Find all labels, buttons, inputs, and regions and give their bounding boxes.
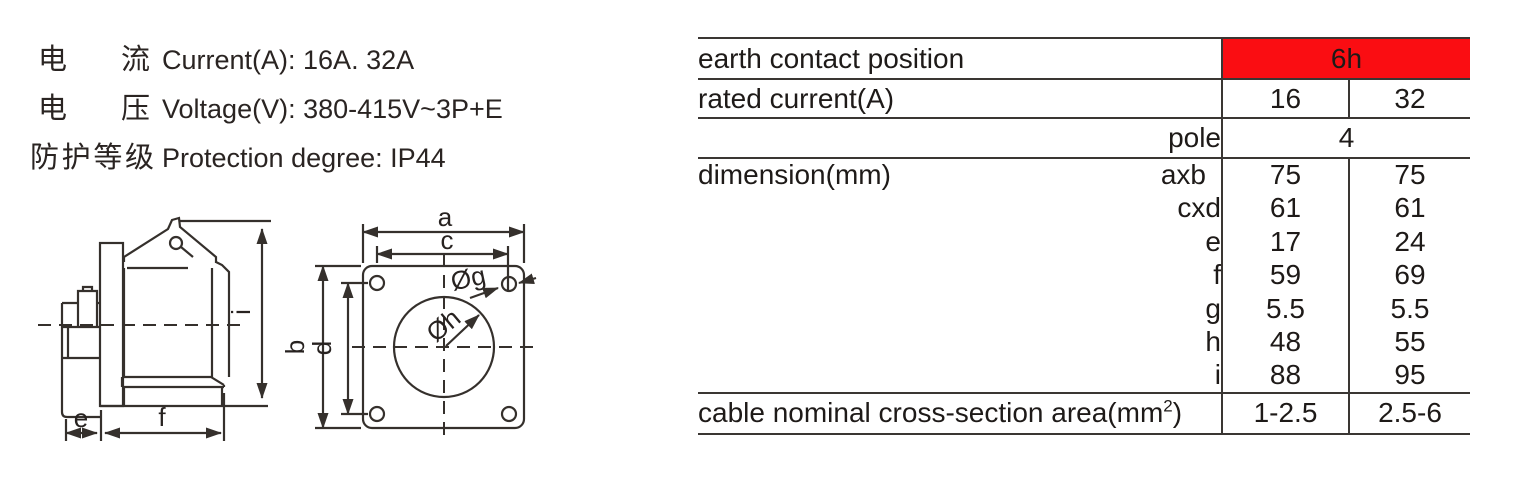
dim-i-32: 95 — [1349, 359, 1470, 394]
earth-position-value-cell: 6h — [1222, 38, 1470, 80]
dim-g-16: 5.5 — [1222, 292, 1350, 326]
table-row-cable: cable nominal cross-section area(mm2) 1-… — [698, 392, 1470, 434]
body-base-sides — [122, 387, 224, 406]
table-row-dim-g: g 5.5 5.5 — [698, 292, 1470, 326]
spec-line-voltage: 电压 Voltage(V): 380-415V~3P+E — [38, 85, 503, 127]
cable-label-close: ) — [1172, 397, 1183, 428]
dim-label-c: c — [441, 225, 454, 255]
dim-g-right-arrow — [518, 273, 537, 285]
spec-text-voltage: Voltage(V): 380-415V~3P+E — [162, 94, 503, 124]
dim-f-32: 69 — [1394, 259, 1426, 291]
rated-current-32: 32 — [1349, 79, 1470, 119]
table-row-earth-position: earth contact position 6h — [698, 38, 1470, 80]
cn-char: 级 — [124, 142, 154, 174]
table-row-dim-axb: dimension(mm) axb 75 75 — [698, 158, 1470, 192]
cn-char: 等 — [93, 142, 123, 174]
dim-axb-16: 75 — [1222, 158, 1350, 192]
dim-name-g: g — [698, 292, 1223, 326]
dim-g-leader-arrow — [469, 286, 499, 300]
table-row-dim-h: h 48 55 — [698, 325, 1470, 359]
table-row-dim-f: f 59 69 — [698, 258, 1470, 292]
side-view-drawing: i e f — [38, 216, 271, 441]
cable-label-text: cable nominal cross-section area(mm — [698, 397, 1164, 428]
rated-current-label: rated current(A) — [698, 79, 1223, 119]
technical-drawings: i e f a c — [38, 202, 538, 442]
spec-text-current: Current(A): 16A. 32A — [162, 45, 415, 75]
dim-label-b: b — [280, 340, 310, 354]
rated-current-16: 16 — [1222, 79, 1350, 119]
spec-table: earth contact position 6h rated current(… — [698, 37, 1470, 435]
pole-value: 4 — [1222, 118, 1470, 159]
dim-cxd-32: 61 — [1394, 192, 1426, 224]
dim-label-diameter-g: Øg — [448, 260, 488, 297]
pole-label: pole — [698, 118, 1223, 159]
cable-label-sup: 2 — [1163, 396, 1173, 416]
dim-e-16: 17 — [1222, 225, 1350, 259]
lid-padlock-hole — [168, 235, 184, 251]
dimension-label: dimension(mm) — [698, 159, 891, 191]
dim-label-d: d — [307, 341, 337, 355]
dim-name-axb: axb — [1160, 159, 1206, 191]
cn-char: 护 — [61, 142, 91, 174]
socket-body-outline — [215, 261, 231, 377]
table-row-rated-current: rated current(A) 16 32 — [698, 79, 1470, 119]
bottom-flange — [120, 375, 226, 389]
cn-char: 电 — [38, 44, 68, 76]
dim-g-32: 5.5 — [1390, 292, 1430, 324]
front-view-drawing: a c b d Øg Øh — [280, 202, 538, 442]
dim-name-i: i — [698, 359, 1223, 394]
dim-name-f: f — [698, 258, 1223, 292]
cn-char: 防 — [30, 142, 60, 174]
spec-label-cn: 电压 — [38, 85, 150, 127]
dimension-label-cell: dimension(mm) axb — [698, 158, 1223, 192]
spec-line-current: 电流 Current(A): 16A. 32A — [38, 36, 414, 78]
dim-i-16: 88 — [1222, 359, 1350, 394]
cable-32: 2.5-6 — [1378, 397, 1442, 428]
dim-h-radius-arrow — [445, 314, 480, 347]
dim-h-32: 55 — [1394, 326, 1426, 358]
lid-latch — [180, 246, 194, 258]
spec-label-cn: 电流 — [38, 36, 150, 78]
mounting-hole-bottom-right — [500, 405, 518, 423]
dim-h-16: 48 — [1222, 325, 1350, 359]
cable-16: 1-2.5 — [1222, 392, 1350, 434]
cn-char: 流 — [120, 44, 150, 76]
rear-junction-box — [60, 285, 100, 419]
cn-char: 压 — [120, 93, 150, 125]
table-row-dim-cxd: cxd 61 61 — [698, 191, 1470, 225]
hinged-lid — [122, 216, 218, 263]
spec-line-protection: 防护等级 Protection degree: IP44 — [30, 134, 446, 176]
dim-e-32: 24 — [1394, 225, 1426, 257]
dim-label-f: f — [158, 402, 166, 432]
table-row-dim-e: e 17 24 — [698, 225, 1470, 259]
cable-label: cable nominal cross-section area(mm2) — [698, 392, 1223, 434]
dim-name-e: e — [698, 225, 1223, 259]
spec-text-protection: Protection degree: IP44 — [162, 143, 446, 173]
mounting-hole-top-left — [368, 274, 386, 292]
dim-cxd-16: 61 — [1222, 191, 1350, 225]
dim-axb-32: 75 — [1394, 159, 1426, 191]
dim-name-cxd: cxd — [698, 191, 1223, 225]
spec-label-cn: 防护等级 — [30, 134, 154, 176]
dim-label-a: a — [438, 202, 453, 232]
mounting-hole-bottom-left — [368, 405, 386, 423]
dim-f-16: 59 — [1222, 258, 1350, 292]
table-row-pole: pole 4 — [698, 118, 1470, 159]
earth-position-label: earth contact position — [698, 38, 1223, 80]
dim-label-diameter-h: Øh — [420, 302, 466, 347]
dim-label-e: e — [74, 403, 88, 433]
table-row-dim-i: i 88 95 — [698, 359, 1470, 394]
dim-label-i: i — [226, 309, 256, 315]
cn-char: 电 — [38, 93, 68, 125]
dim-name-h: h — [698, 325, 1223, 359]
